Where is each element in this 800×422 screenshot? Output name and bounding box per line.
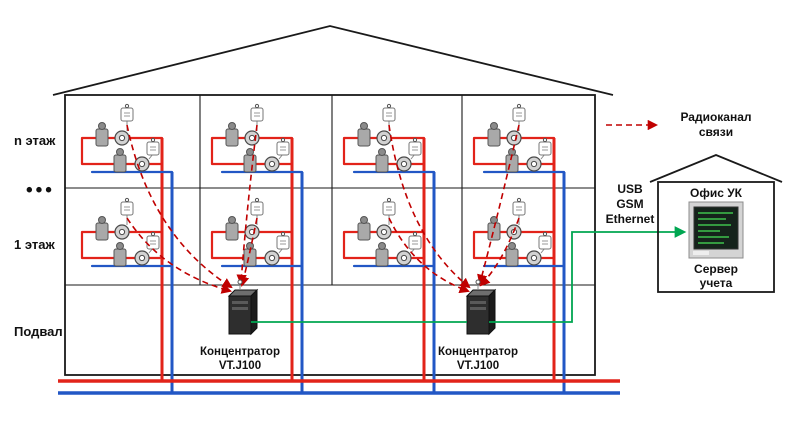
office-building: Офис УК Сервер учета: [649, 154, 783, 293]
apartment-unit: [210, 103, 304, 174]
apartment-unit: [342, 103, 436, 174]
uplink-labels: USB GSM Ethernet: [606, 182, 655, 226]
concentrator-1-label: Концентратор: [200, 346, 280, 358]
legend: Радиоканал связи: [606, 110, 752, 139]
radio-links: [126, 124, 520, 294]
apartment-unit: [342, 197, 436, 268]
basement-label: Подвал: [14, 324, 63, 339]
apartment-unit: [210, 197, 304, 268]
pipe-risers: [160, 138, 566, 393]
uplink-gsm-label: GSM: [616, 197, 643, 211]
server-label-line1: Сервер: [694, 262, 738, 276]
floors-ellipsis: •••: [26, 180, 55, 201]
office-title: Офис УК: [690, 186, 743, 200]
building-outline: [52, 25, 614, 376]
apartment-unit: [80, 103, 174, 174]
legend-label-line2: связи: [699, 125, 733, 139]
roof: [52, 25, 614, 96]
building-walls: [64, 94, 596, 376]
apartment-unit: [80, 197, 174, 268]
office-walls: [657, 181, 775, 293]
concentrator-2-label: Концентратор: [438, 346, 518, 358]
uplink-ethernet-label: Ethernet: [606, 212, 655, 226]
legend-label-line1: Радиоканал: [680, 110, 751, 124]
floor-1-label: 1 этаж: [14, 237, 55, 252]
uplink-usb-label: USB: [617, 182, 643, 196]
apartment-unit: [472, 103, 566, 174]
concentrator-1-model: VT.J100: [219, 360, 261, 372]
concentrator-icon: [466, 279, 496, 335]
server-label-line2: учета: [700, 276, 733, 290]
concentrator-icon: [228, 279, 258, 335]
uplink-links: [251, 226, 687, 323]
server-rack-icon: [688, 201, 744, 259]
concentrator-2-model: VT.J100: [457, 360, 499, 372]
office-roof: [649, 154, 783, 183]
floor-n-label: n этаж: [14, 133, 56, 148]
supply-mains: [58, 379, 620, 395]
